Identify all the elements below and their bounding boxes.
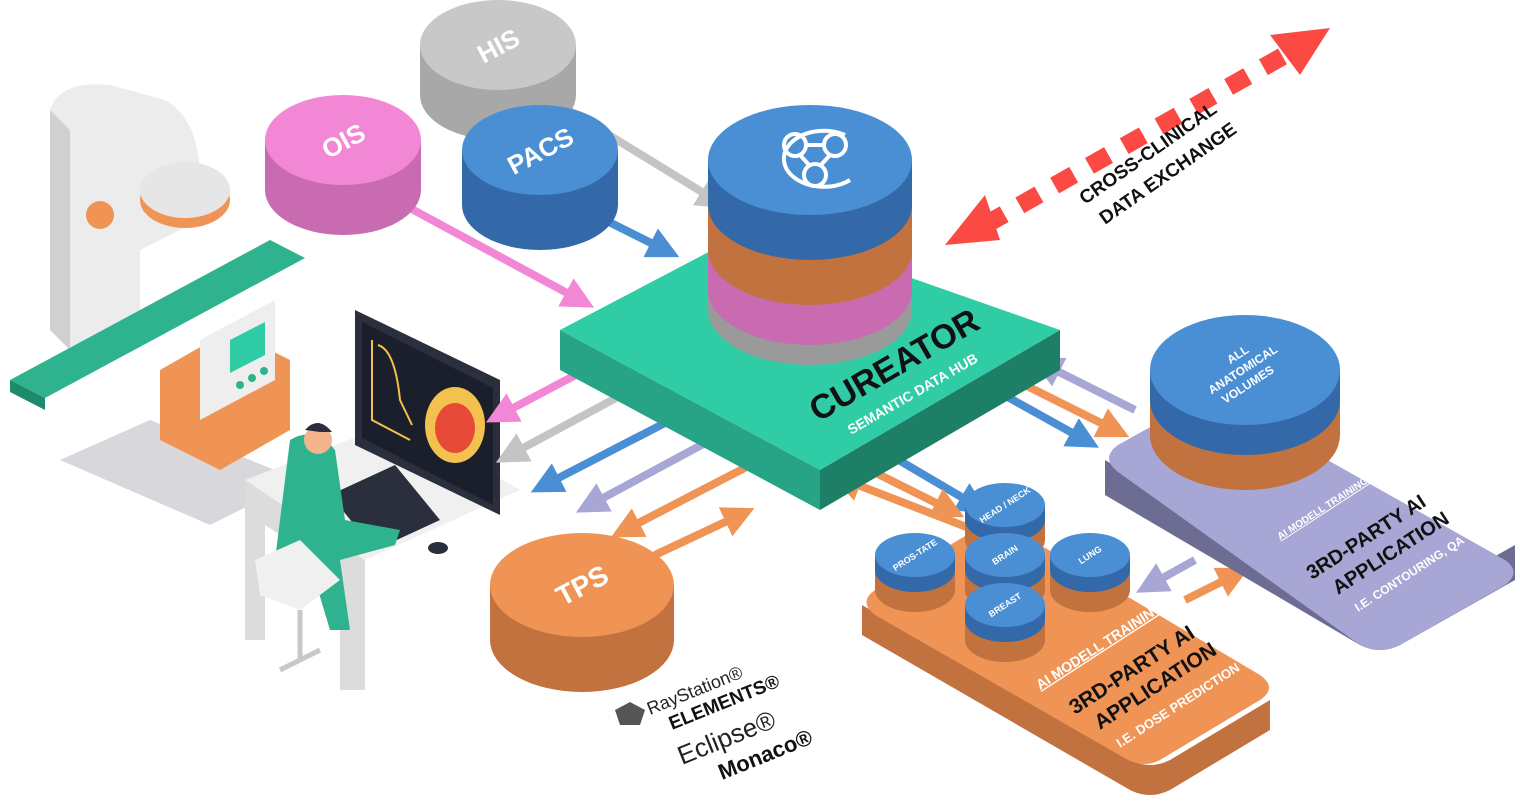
flow-arrow <box>610 456 762 538</box>
dose-prediction-app: AI MODELL TRAINING 3RD-PARTY AI APPLICAT… <box>862 483 1270 795</box>
volume-cylinder: BREAST <box>965 583 1045 662</box>
contouring-app: ALL ANATOMICAL VOLUMES AI MODELL TRAININ… <box>1105 315 1515 650</box>
volume-cylinder: PROS-TATE <box>875 533 955 612</box>
arrow-right-icon <box>1270 28 1330 75</box>
flow-arrow <box>1030 357 1137 414</box>
tps-vendor-logos: RayStation® ELEMENTS® Eclipse® Monaco® <box>615 662 816 785</box>
flow-arrow <box>1136 556 1197 593</box>
network-logo-icon <box>781 128 852 189</box>
flow-arrow <box>575 431 722 513</box>
tps-database: TPS <box>490 533 674 692</box>
flow-arrow <box>868 466 965 518</box>
cureator-hub: CUREATOR SEMANTIC DATA HUB <box>560 105 1060 510</box>
ois-database: OIS <box>265 95 421 235</box>
flow-arrow <box>1183 567 1250 604</box>
cross-clinical-exchange: CROSS-CLINICAL DATA EXCHANGE <box>945 28 1330 245</box>
flow-arrow <box>653 507 755 559</box>
pacs-database: PACS <box>462 105 618 250</box>
arrow-left-icon <box>945 195 1000 245</box>
linac-machine <box>10 84 305 525</box>
flow-arrow <box>485 366 587 423</box>
flow-arrow <box>393 196 595 308</box>
raystation-logo-icon <box>615 702 645 725</box>
workstation <box>245 310 520 690</box>
volume-cylinder: LUNG <box>1050 533 1130 612</box>
